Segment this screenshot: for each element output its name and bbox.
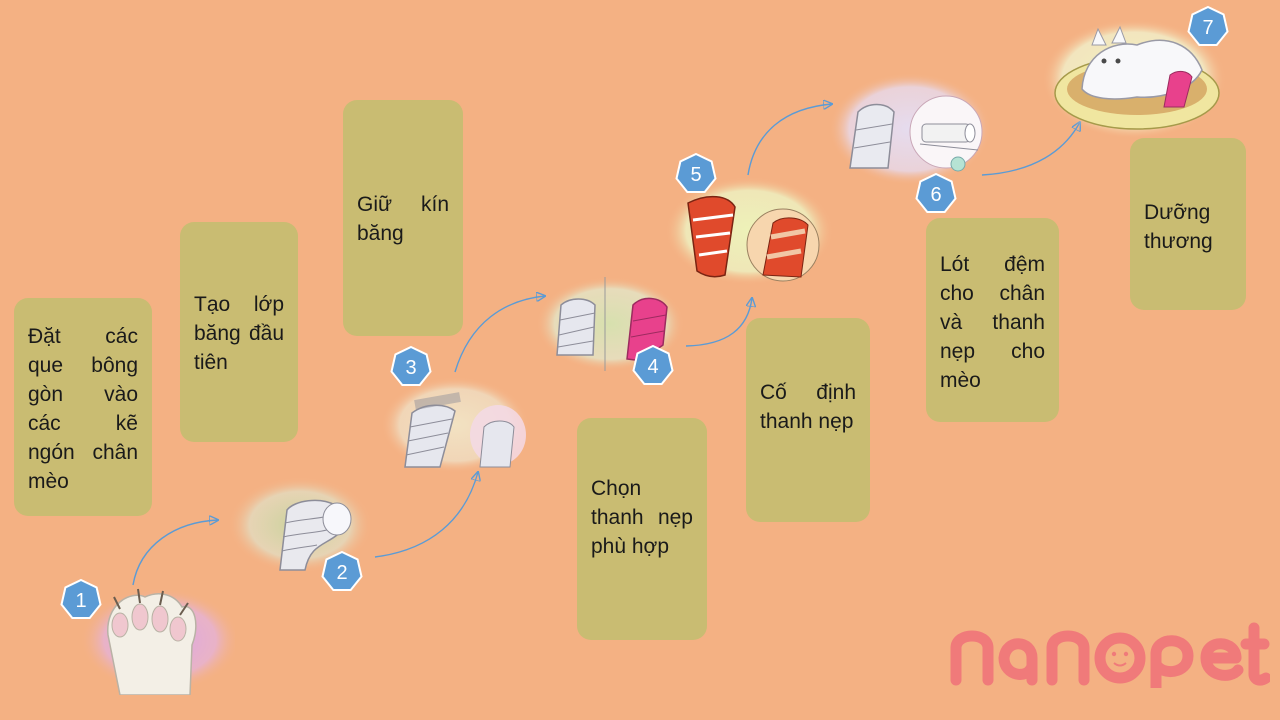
step-6-number: 6: [930, 184, 941, 206]
recovering-cat-illustration: [1042, 19, 1226, 139]
arrow-2-to-3: [374, 472, 478, 558]
arrow-3-to-4: [454, 296, 545, 373]
step-6-text: Lót đệm cho chân và thanh nẹp cho mèo: [940, 253, 1045, 392]
step-4-box: Chọn thanh nẹp phù hợp: [577, 418, 707, 640]
step-7-number: 7: [1202, 17, 1213, 39]
step-1-box: Đặt các que bông gòn vào các kẽ ngón châ…: [14, 298, 152, 516]
padding-roll-illustration: [829, 73, 991, 185]
first-bandage-illustration: [228, 477, 370, 573]
step-5-box: Cố định thanh nẹp: [746, 318, 870, 522]
arrow-6-to-7: [981, 122, 1080, 176]
step-1-text: Đặt các que bông gòn vào các kẽ ngón châ…: [28, 325, 138, 493]
step-1-number: 1: [75, 590, 86, 612]
step-7-box: Dưỡng thương: [1130, 138, 1246, 310]
arrow-4-to-5: [685, 298, 752, 347]
arrow-5-to-6: [747, 104, 832, 176]
step-2-badge: 2: [321, 550, 363, 591]
step-2-number: 2: [336, 562, 347, 584]
step-1-badge: 1: [60, 578, 102, 619]
step-7-badge: 7: [1187, 5, 1229, 46]
arrow-1-to-2: [132, 520, 218, 586]
step-3-box: Giữ kín băng: [343, 100, 463, 336]
step-5-text: Cố định thanh nẹp: [760, 381, 856, 433]
wrap-bandage-illustration: [381, 377, 529, 473]
step-4-text: Chọn thanh nẹp phù hợp: [591, 477, 693, 558]
step-4-number: 4: [647, 356, 658, 378]
step-6-box: Lót đệm cho chân và thanh nẹp cho mèo: [926, 218, 1059, 422]
cat-paw-illustration: [80, 588, 235, 695]
step-6-badge: 6: [915, 172, 957, 213]
step-7-text: Dưỡng thương: [1144, 201, 1213, 253]
red-splint-illustration: [665, 177, 833, 285]
step-5-badge: 5: [675, 152, 717, 193]
step-5-number: 5: [690, 164, 701, 186]
step-3-number: 3: [405, 357, 416, 379]
step-3-text: Giữ kín băng: [357, 193, 449, 245]
bandage-and-pink-cast-illustration: [536, 277, 684, 371]
step-2-box: Tạo lớp băng đầu tiên: [180, 222, 298, 442]
step-4-badge: 4: [632, 344, 674, 385]
nanopet-logo: [950, 622, 1270, 688]
step-2-text: Tạo lớp băng đầu tiên: [194, 293, 284, 374]
step-3-badge: 3: [390, 345, 432, 386]
